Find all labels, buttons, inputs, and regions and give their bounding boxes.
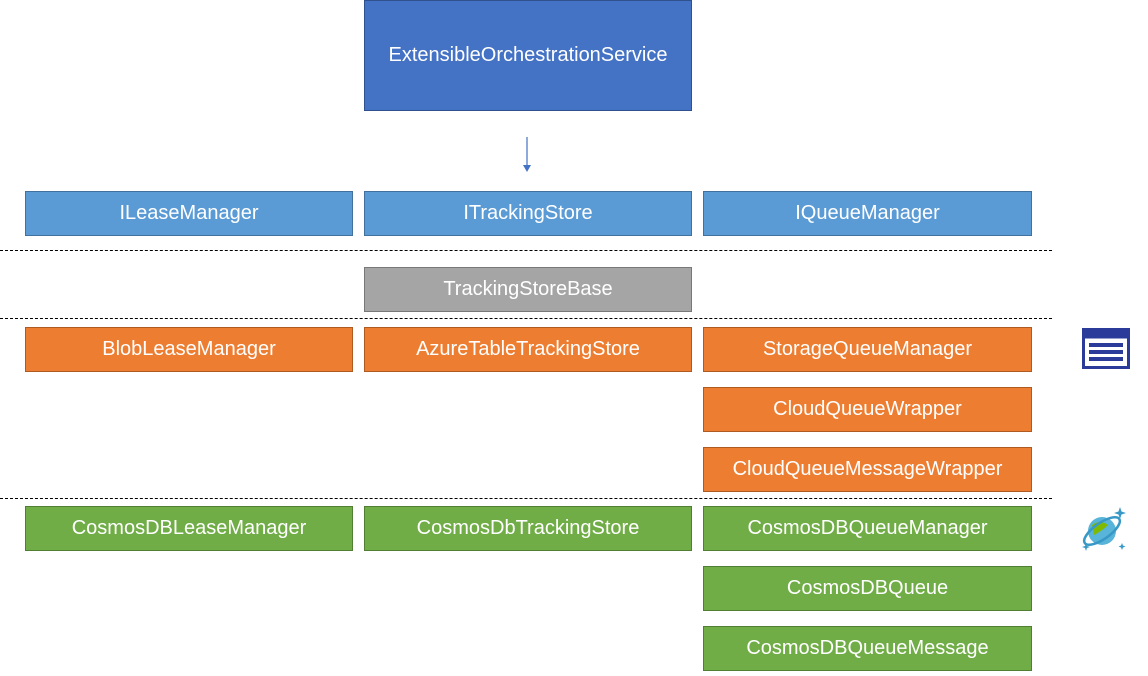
cosmosdbqueuemessage-box: CosmosDBQueueMessage xyxy=(703,626,1032,671)
cosmosdbqueuemanager-label: CosmosDBQueueManager xyxy=(747,517,988,539)
cosmosdbtrackingstore-box: CosmosDbTrackingStore xyxy=(364,506,692,551)
storagequeuemanager-box: StorageQueueManager xyxy=(703,327,1032,372)
ileasemanager-box: ILeaseManager xyxy=(25,191,353,236)
down-arrow-icon xyxy=(523,137,531,172)
storagequeuemanager-label: StorageQueueManager xyxy=(762,338,973,360)
itrackingstore-box: ITrackingStore xyxy=(364,191,692,236)
service-label: ExtensibleOrchestrationService xyxy=(388,44,668,66)
blobleasemanager-box: BlobLeaseManager xyxy=(25,327,353,372)
cosmos-db-icon xyxy=(1082,507,1126,551)
trackingstorebase-box: TrackingStoreBase xyxy=(364,267,692,312)
iqueuemanager-label: IQueueManager xyxy=(795,202,940,224)
cosmosdbleasemanager-label: CosmosDBLeaseManager xyxy=(71,517,307,539)
cosmosdbqueue-label: CosmosDBQueue xyxy=(786,577,949,599)
extensible-orchestration-service-box: ExtensibleOrchestrationService xyxy=(364,0,692,111)
itrackingstore-label: ITrackingStore xyxy=(463,202,593,224)
separator-line xyxy=(0,318,1052,319)
cosmosdbqueuemessage-label: CosmosDBQueueMessage xyxy=(746,637,989,659)
separator-line xyxy=(0,250,1052,251)
cloudqueuemessagewrapper-label: CloudQueueMessageWrapper xyxy=(732,458,1003,480)
azuretabletrackingstore-box: AzureTableTrackingStore xyxy=(364,327,692,372)
cosmosdbqueuemanager-box: CosmosDBQueueManager xyxy=(703,506,1032,551)
cosmosdbtrackingstore-label: CosmosDbTrackingStore xyxy=(416,517,640,539)
storage-table-icon xyxy=(1082,328,1130,369)
blobleasemanager-label: BlobLeaseManager xyxy=(102,338,276,360)
cloudqueuewrapper-box: CloudQueueWrapper xyxy=(703,387,1032,432)
separator-line xyxy=(0,498,1052,499)
cosmosdbqueue-box: CosmosDBQueue xyxy=(703,566,1032,611)
azuretabletrackingstore-label: AzureTableTrackingStore xyxy=(416,338,640,360)
cloudqueuemessagewrapper-box: CloudQueueMessageWrapper xyxy=(703,447,1032,492)
ileasemanager-label: ILeaseManager xyxy=(119,202,259,224)
cosmosdbleasemanager-box: CosmosDBLeaseManager xyxy=(25,506,353,551)
trackingstorebase-label: TrackingStoreBase xyxy=(443,278,613,300)
cloudqueuewrapper-label: CloudQueueWrapper xyxy=(773,398,962,420)
iqueuemanager-box: IQueueManager xyxy=(703,191,1032,236)
